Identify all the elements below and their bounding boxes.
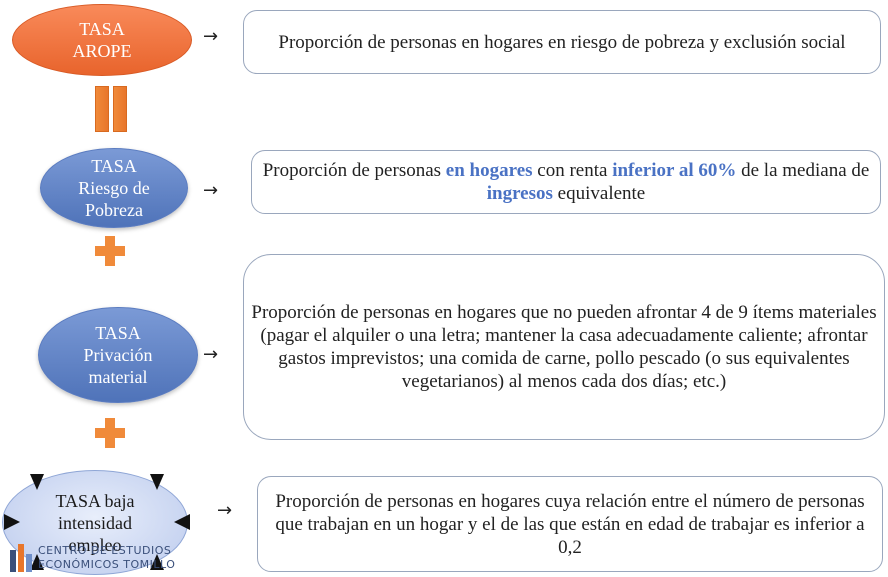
logo-mark-icon xyxy=(10,544,32,572)
handle-left-icon xyxy=(4,514,20,530)
handle-bottom-left-icon xyxy=(30,554,44,570)
pobreza-description-box: Proporción de personas en hogares con re… xyxy=(251,150,881,214)
privacion-description: Proporción de personas en hogares que no… xyxy=(251,302,877,392)
tasa-empleo-line2: intensidad xyxy=(58,512,132,533)
tasa-arope-line2: AROPE xyxy=(72,41,132,61)
plus-sign-1 xyxy=(95,236,125,266)
arope-description: Proporción de personas en hogares en rie… xyxy=(278,31,846,53)
tasa-pobreza-line3: Pobreza xyxy=(85,200,143,220)
handle-bottom-right-icon xyxy=(150,554,164,570)
arrow-privacion: → xyxy=(203,344,219,365)
tasa-empleo-line1: TASA baja xyxy=(55,490,135,511)
tasa-empleo-line3: empleo xyxy=(68,534,122,555)
logo-line1: CENTRO DE ESTUDIOS xyxy=(38,544,172,557)
handle-right-icon xyxy=(174,514,190,530)
handle-top-right-icon xyxy=(150,474,164,490)
tasa-arope-line1: TASA xyxy=(79,19,125,39)
centro-estudios-logo: CENTRO DE ESTUDIOS ECONÓMICOS TOMILLO xyxy=(0,520,240,577)
equals-bar-left xyxy=(95,86,109,132)
arrow-empleo: → xyxy=(217,500,233,521)
privacion-description-box: Proporción de personas en hogares que no… xyxy=(243,254,885,440)
tasa-privacion-line2: Privación xyxy=(83,345,153,365)
tasa-privacion-line3: material xyxy=(88,367,148,387)
tasa-privacion-oval: TASA Privación material xyxy=(38,307,198,403)
pobreza-description: Proporción de personas en hogares con re… xyxy=(262,160,870,204)
tasa-privacion-line1: TASA xyxy=(95,323,141,343)
tasa-pobreza-line1: TASA xyxy=(91,156,137,176)
arrow-pobreza: → xyxy=(203,180,219,201)
arrow-arope: → xyxy=(203,26,219,47)
equals-sign xyxy=(95,86,127,132)
logo-line2: ECONÓMICOS TOMILLO xyxy=(38,558,176,571)
plus-sign-2 xyxy=(95,418,125,448)
arope-description-box: Proporción de personas en hogares en rie… xyxy=(243,10,881,74)
selection-handles[interactable] xyxy=(0,466,194,577)
handle-top-left-icon xyxy=(30,474,44,490)
tasa-pobreza-line2: Riesgo de xyxy=(78,178,150,198)
empleo-description: Proporción de personas en hogares cuya r… xyxy=(275,490,865,558)
empleo-description-box: Proporción de personas en hogares cuya r… xyxy=(257,476,883,572)
equals-bar-right xyxy=(113,86,127,132)
tasa-pobreza-oval: TASA Riesgo de Pobreza xyxy=(40,148,188,228)
tasa-arope-oval: TASA AROPE xyxy=(12,4,192,76)
